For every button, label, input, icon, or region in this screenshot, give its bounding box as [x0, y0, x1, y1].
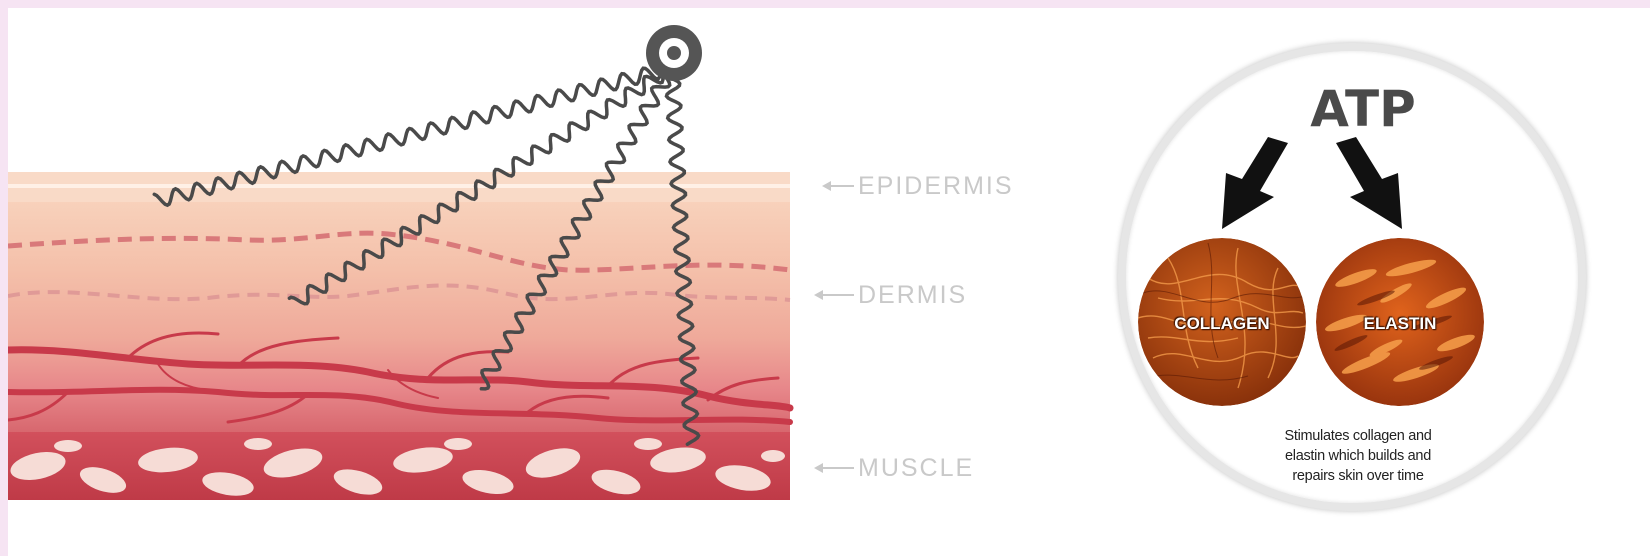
atp-title: ATP [1293, 80, 1433, 138]
down-arrow-icon [1222, 137, 1288, 229]
caption-line-2: elastin which builds and [1238, 446, 1478, 466]
pointer-arrow-line [820, 294, 854, 296]
pointer-arrow-line [820, 467, 854, 469]
label-epidermis: EPIDERMIS [858, 172, 1014, 201]
skin-body [8, 172, 790, 450]
canvas: EPIDERMIS DERMIS MUSCLE ATP [8, 8, 1650, 556]
elastin-label: ELASTIN [1316, 314, 1484, 334]
collagen-label: COLLAGEN [1138, 314, 1306, 334]
atp-caption: Stimulates collagen and elastin which bu… [1238, 426, 1478, 486]
collagen-tissue: COLLAGEN [1138, 238, 1306, 406]
label-muscle: MUSCLE [858, 454, 974, 483]
down-arrow-icon [1336, 137, 1402, 229]
device-emitter-icon [646, 25, 702, 81]
elastin-tissue: ELASTIN [1316, 238, 1484, 406]
label-dermis: DERMIS [858, 281, 967, 310]
pointer-arrow-line [828, 185, 854, 187]
caption-line-3: repairs skin over time [1238, 466, 1478, 486]
caption-line-1: Stimulates collagen and [1238, 426, 1478, 446]
atp-arrows [1208, 133, 1408, 233]
